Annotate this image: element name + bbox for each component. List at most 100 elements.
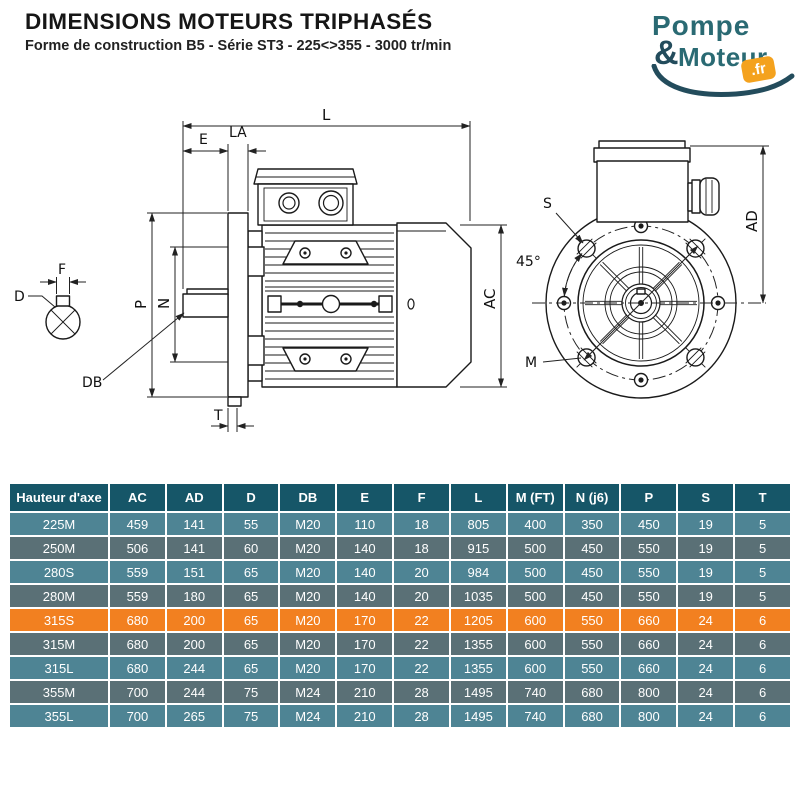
value-cell: 22 <box>392 607 451 633</box>
value-cell: 19 <box>676 511 736 537</box>
value-cell: 65 <box>221 631 281 657</box>
dim-label-LA: LA <box>229 125 247 141</box>
value-cell: 1035 <box>448 583 508 609</box>
value-cell: 20 <box>392 559 451 585</box>
motor-shaft <box>182 293 229 318</box>
value-cell: 170 <box>335 607 395 633</box>
value-cell: 450 <box>562 535 622 561</box>
model-cell: 280M <box>8 583 110 609</box>
value-cell: 459 <box>108 511 167 537</box>
logo-word-pompe: Pompe <box>652 10 751 41</box>
value-cell: 244 <box>164 679 224 705</box>
value-cell: 6 <box>733 703 792 729</box>
logo-ampersand: & <box>654 34 679 72</box>
dim-label-M: M <box>525 355 537 371</box>
column-header-ac: AC <box>108 482 167 513</box>
value-cell: 550 <box>619 559 679 585</box>
terminal-box-front <box>593 140 720 223</box>
value-cell: 20 <box>392 583 451 609</box>
value-cell: 680 <box>562 703 622 729</box>
column-header-hauteur-d-axe: Hauteur d'axe <box>8 482 110 513</box>
value-cell: 700 <box>108 703 167 729</box>
value-cell: M24 <box>278 679 338 705</box>
dim-label-T: T <box>213 408 223 424</box>
value-cell: 19 <box>676 559 736 585</box>
dim-label-F: F <box>58 262 66 278</box>
value-cell: 22 <box>392 631 451 657</box>
value-cell: 1355 <box>448 631 508 657</box>
value-cell: 600 <box>505 655 565 681</box>
model-cell: 315L <box>8 655 110 681</box>
value-cell: 28 <box>392 703 451 729</box>
value-cell: 19 <box>676 583 736 609</box>
cable-gland-hole <box>318 190 344 216</box>
value-cell: 24 <box>676 679 736 705</box>
value-cell: 210 <box>335 703 395 729</box>
value-cell: 5 <box>733 535 792 561</box>
model-cell: 355M <box>8 679 110 705</box>
value-cell: 1205 <box>448 607 508 633</box>
value-cell: 559 <box>108 559 167 585</box>
value-cell: 5 <box>733 511 792 537</box>
fan-cover <box>396 222 472 388</box>
model-cell: 355L <box>8 703 110 729</box>
value-cell: 1355 <box>448 655 508 681</box>
value-cell: 550 <box>619 535 679 561</box>
value-cell: 805 <box>448 511 508 537</box>
value-cell: 28 <box>392 679 451 705</box>
column-header-f: F <box>392 482 451 513</box>
column-header-m-ft-: M (FT) <box>505 482 565 513</box>
value-cell: 210 <box>335 679 395 705</box>
value-cell: 24 <box>676 631 736 657</box>
value-cell: 244 <box>164 655 224 681</box>
dim-label-D: D <box>14 289 25 305</box>
side-view-drawing: L E LA P N T AC DB <box>14 106 507 432</box>
value-cell: 6 <box>733 679 792 705</box>
column-header-e: E <box>335 482 395 513</box>
column-header-p: P <box>619 482 679 513</box>
value-cell: M20 <box>278 511 338 537</box>
column-header-l: L <box>448 482 508 513</box>
logo-swoosh-curve <box>651 64 795 97</box>
dim-label-AD: AD <box>743 210 761 232</box>
value-cell: 6 <box>733 655 792 681</box>
column-header-s: S <box>676 482 736 513</box>
value-cell: 680 <box>108 655 167 681</box>
value-cell: 984 <box>448 559 508 585</box>
value-cell: 140 <box>335 535 395 561</box>
dim-label-L: L <box>322 106 331 124</box>
dim-label-S: S <box>543 196 552 212</box>
value-cell: 600 <box>505 607 565 633</box>
model-cell: 280S <box>8 559 110 585</box>
value-cell: 550 <box>562 631 622 657</box>
value-cell: 1495 <box>448 703 508 729</box>
value-cell: 200 <box>164 607 224 633</box>
value-cell: 700 <box>108 679 167 705</box>
value-cell: 450 <box>619 511 679 537</box>
value-cell: 110 <box>335 511 395 537</box>
value-cell: 170 <box>335 655 395 681</box>
dim-label-P: P <box>132 300 150 309</box>
value-cell: 1495 <box>448 679 508 705</box>
column-header-d: D <box>221 482 281 513</box>
terminal-box-side <box>253 168 358 226</box>
value-cell: 65 <box>221 607 281 633</box>
fan-cover-vent-mark <box>407 298 415 310</box>
top-mounting-lug <box>282 240 369 265</box>
bottom-mounting-lug <box>282 347 369 372</box>
value-cell: 151 <box>164 559 224 585</box>
value-cell: 660 <box>619 655 679 681</box>
value-cell: 60 <box>221 535 281 561</box>
